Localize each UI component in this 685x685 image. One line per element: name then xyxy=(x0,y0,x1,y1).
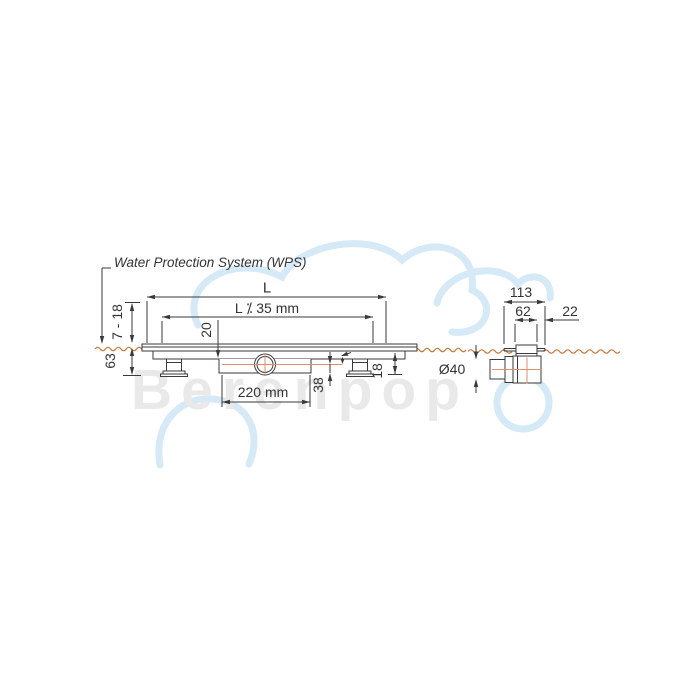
dim-body-depth-label: 63 xyxy=(102,353,118,369)
wps-arrowhead xyxy=(99,336,105,344)
dim-22-arrow-left xyxy=(545,317,553,323)
side-flange-lines xyxy=(503,348,546,352)
dim-flange-depth-label: 18 xyxy=(369,363,385,379)
dim-side-total-width-label: 113 xyxy=(509,284,533,300)
adjust-arrowhead xyxy=(341,351,349,356)
dim-grate-height-range-label: 7 - 18 xyxy=(109,304,125,340)
watermark-cloud-shape xyxy=(190,240,491,336)
adjust-down-arrowhead xyxy=(340,358,345,364)
dim-62-arrow-left xyxy=(515,317,523,323)
dim-outlet-box-width-label: 220 mm xyxy=(237,384,289,400)
dim-18-arrow-down xyxy=(392,366,398,374)
wave-main-left xyxy=(94,346,148,352)
wave-side-right xyxy=(542,349,621,354)
dim-L-arrow-right xyxy=(378,294,386,300)
trap-collar xyxy=(515,344,538,357)
dim-L35-arrow-left xyxy=(162,314,170,320)
dim-L-arrow-left xyxy=(147,294,155,300)
wps-leader-line xyxy=(101,267,111,337)
channel-front-view xyxy=(141,343,418,377)
centerlines xyxy=(222,354,542,384)
wave-main-right xyxy=(413,347,467,353)
dimension-lines xyxy=(99,267,579,407)
height-adjustment-icon xyxy=(340,351,352,364)
dim-7-18-arrow-up xyxy=(129,303,135,311)
dim-L35-arrow-right xyxy=(365,314,373,320)
dim-220-arrow-left xyxy=(222,399,230,405)
water-level-waves xyxy=(94,346,621,354)
dim-113-arrow-right xyxy=(537,299,545,305)
wps-label: Water Protection System (WPS) xyxy=(114,255,307,270)
dim-113-arrow-left xyxy=(504,299,512,305)
dim-7-18-arrow-down xyxy=(129,335,135,343)
dim-trap-width-label: 62 xyxy=(515,303,531,319)
dim-40-arrow-down xyxy=(473,351,479,360)
dim-outlet-center-depth-label: 38 xyxy=(310,377,326,393)
dim-38-arrow-up xyxy=(327,373,333,381)
dim-grate-length-label: L ⁒ 35 mm xyxy=(234,300,300,316)
foot-stem xyxy=(166,358,182,372)
dim-20-arrow-down xyxy=(215,350,221,358)
dim-edge-depth-label: 20 xyxy=(198,322,214,338)
dim-side-offset-label: 22 xyxy=(562,303,578,319)
dim-pipe-diameter-label: Ø40 xyxy=(438,361,466,377)
dim-total-length-label: L xyxy=(262,279,272,297)
adjustable-foot-left xyxy=(160,358,188,377)
dim-L-lines xyxy=(146,296,387,343)
foot-base-bottom xyxy=(160,373,188,377)
dim-38-arrow-down xyxy=(327,356,333,364)
dim-63-arrow-down xyxy=(129,367,135,375)
dim-L35-lines xyxy=(161,316,374,343)
siphon-side-view xyxy=(489,344,546,384)
dim-220-lines xyxy=(221,375,311,407)
dim-62-lines xyxy=(514,319,538,342)
foot-base-bottom xyxy=(346,373,374,377)
channel-body xyxy=(152,350,406,360)
dim-40-arrow-up xyxy=(473,379,479,387)
dim-62-arrow-right xyxy=(529,317,537,323)
dim-220-arrow-right xyxy=(302,399,310,405)
watermark-hook-shape xyxy=(433,267,554,307)
adjustable-foot-right xyxy=(346,358,374,377)
watermark-drop-shape xyxy=(155,395,258,469)
dim-63-arrow-up xyxy=(129,348,135,356)
foot-stem xyxy=(352,358,368,372)
dim-18-arrow-up xyxy=(392,353,398,361)
